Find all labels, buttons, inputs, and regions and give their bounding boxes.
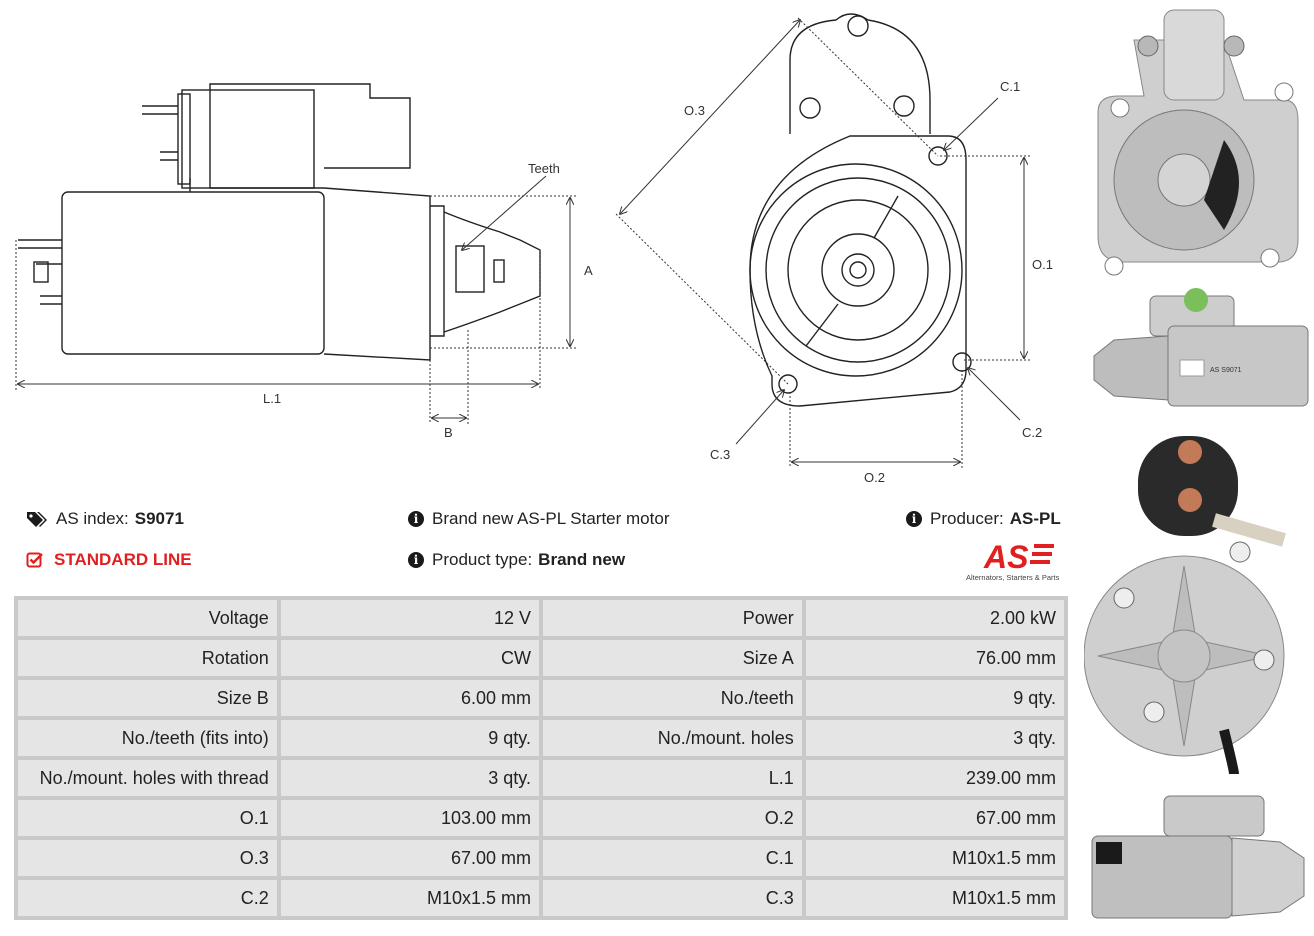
spec-value: 9 qty.: [280, 720, 539, 756]
spec-label: No./mount. holes with thread: [18, 760, 277, 796]
checkbox-icon: [26, 552, 43, 568]
spec-label: C.2: [18, 880, 277, 916]
logo-tagline: Alternators, Starters & Parts: [966, 573, 1060, 582]
spec-value: 76.00 mm: [805, 640, 1064, 676]
spec-value: 6.00 mm: [280, 680, 539, 716]
producer-label: Producer:: [930, 509, 1004, 528]
product-photos: AS S9071: [1084, 9, 1309, 919]
photo-side-view-2: [1091, 795, 1305, 919]
as-index-label: AS index:: [56, 509, 129, 528]
spec-value: 67.00 mm: [805, 800, 1064, 836]
info-icon: i: [906, 511, 922, 527]
spec-value: M10x1.5 mm: [805, 840, 1064, 876]
as-index-value: S9071: [134, 509, 184, 528]
spec-value: M10x1.5 mm: [280, 880, 539, 916]
spec-value: M10x1.5 mm: [805, 880, 1064, 916]
photo-front-view: [1097, 9, 1299, 276]
label-o3: O.3: [684, 103, 705, 118]
label-teeth: Teeth: [528, 161, 560, 176]
technical-drawings: Teeth A L.1 B O.3 O.1 O.2: [15, 13, 1053, 485]
label-c2: C.2: [1022, 425, 1042, 440]
as-index: AS index: S9071: [26, 509, 184, 529]
tags-icon: [27, 512, 47, 527]
spec-label: L.1: [542, 760, 802, 796]
info-icon: i: [408, 511, 424, 527]
spec-label: Rotation: [18, 640, 277, 676]
spec-label: Voltage: [18, 600, 277, 636]
description-text: Brand new AS-PL Starter motor: [432, 509, 670, 528]
label-o2: O.2: [864, 470, 885, 485]
spec-label: No./teeth: [542, 680, 802, 716]
spec-row: No./teeth (fits into)9 qty.No./mount. ho…: [18, 720, 1064, 756]
spec-value: 239.00 mm: [805, 760, 1064, 796]
producer: i Producer: AS-PL: [906, 509, 1061, 529]
spec-label: O.1: [18, 800, 277, 836]
spec-value: 12 V: [280, 600, 539, 636]
standard-line-badge: STANDARD LINE: [26, 550, 192, 570]
spec-value: CW: [280, 640, 539, 676]
product-type-label: Product type:: [432, 550, 533, 569]
spec-label: No./teeth (fits into): [18, 720, 277, 756]
spec-label: Size A: [542, 640, 802, 676]
product-description: i Brand new AS-PL Starter motor: [408, 509, 669, 529]
standard-line-label: STANDARD LINE: [54, 550, 192, 569]
label-c3: C.3: [710, 447, 730, 462]
spec-value: 9 qty.: [805, 680, 1064, 716]
label-l1: L.1: [263, 391, 281, 406]
photo-rear-view: [1084, 436, 1286, 775]
product-type-value: Brand new: [538, 550, 626, 569]
as-pl-logo: AS: [983, 540, 1054, 572]
spec-value: 103.00 mm: [280, 800, 539, 836]
info-icon: i: [408, 552, 424, 568]
spec-label: No./mount. holes: [542, 720, 802, 756]
producer-value: AS-PL: [1009, 509, 1061, 528]
spec-label: Power: [542, 600, 802, 636]
spec-value: 3 qty.: [280, 760, 539, 796]
spec-label: O.3: [18, 840, 277, 876]
logo-mark: AS: [983, 540, 1029, 572]
label-b: B: [444, 425, 453, 440]
label-o1: O.1: [1032, 257, 1053, 272]
label-c1: C.1: [1000, 79, 1020, 94]
spec-label: O.2: [542, 800, 802, 836]
spec-value: 67.00 mm: [280, 840, 539, 876]
front-view-drawing: [749, 13, 972, 407]
side-view-drawing: [18, 83, 541, 361]
spec-label: C.3: [542, 880, 802, 916]
spec-label: C.1: [542, 840, 802, 876]
product-type: i Product type: Brand new: [408, 550, 625, 570]
label-a: A: [584, 263, 593, 278]
photo-label: AS S9071: [1210, 367, 1242, 374]
spec-label: Size B: [18, 680, 277, 716]
photo-side-view-1: AS S9071: [1093, 288, 1309, 407]
side-view-dimensions: [15, 195, 576, 424]
spec-value: 2.00 kW: [805, 600, 1064, 636]
spec-value: 3 qty.: [805, 720, 1064, 756]
